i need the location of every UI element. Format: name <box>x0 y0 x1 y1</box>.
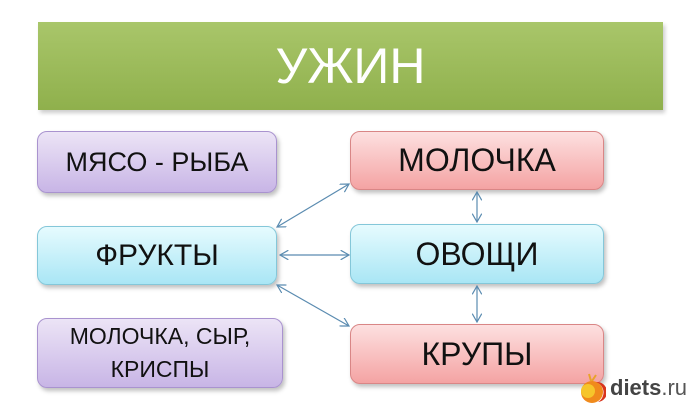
arrow-fruits-grains <box>277 285 349 326</box>
watermark-brand: diets <box>610 375 662 400</box>
apple-icon <box>581 373 606 403</box>
box-vegetables: ОВОЩИ <box>350 224 604 284</box>
box-dairy: МОЛОЧКА <box>350 131 604 190</box>
watermark-logo: diets.ru <box>578 372 687 404</box>
box-fruits: ФРУКТЫ <box>37 226 277 285</box>
box-meat-fish: МЯСО - РЫБА <box>37 131 277 193</box>
watermark-tld: .ru <box>661 375 688 400</box>
diagram-title: УЖИН <box>38 22 663 110</box>
box-milk-cheese-crisps: МОЛОЧКА, СЫР, КРИСПЫ <box>37 318 283 388</box>
arrow-fruits-dairy <box>277 184 349 227</box>
box-grains: КРУПЫ <box>350 324 604 384</box>
